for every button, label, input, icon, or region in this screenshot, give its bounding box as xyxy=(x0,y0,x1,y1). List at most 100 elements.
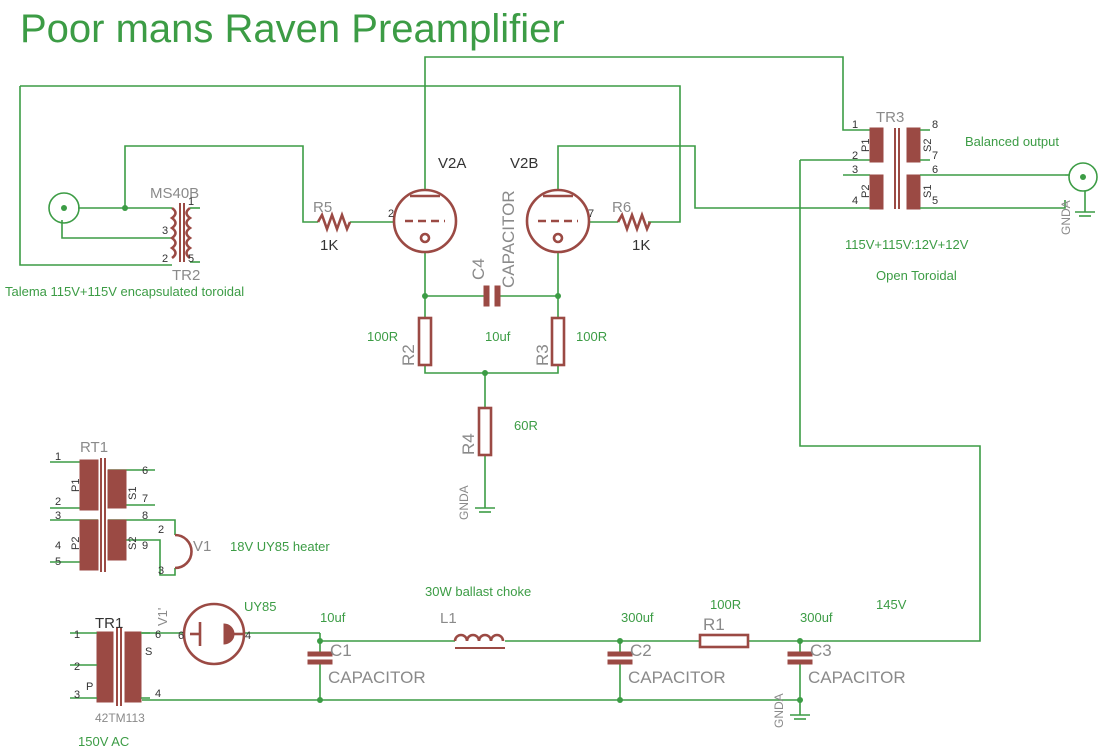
c3v-label: 300uf xyxy=(800,610,833,625)
p1-label: 1 xyxy=(852,119,858,131)
S2-label: S2 xyxy=(922,139,934,152)
rectifier-uy85: V1' UY85 6 4 xyxy=(155,599,277,666)
tr1-label: TR1 xyxy=(95,615,123,632)
capacitor-c3: 300uf C3 CAPACITOR xyxy=(787,610,906,687)
c4v-label: 10uf xyxy=(485,329,511,344)
c3t-label: CAPACITOR xyxy=(808,668,906,687)
ballast-note: 30W ballast choke xyxy=(425,584,531,599)
S-label: S xyxy=(145,646,152,658)
c2t-label: CAPACITOR xyxy=(628,668,726,687)
p6-label: 6 xyxy=(178,630,184,642)
heater-note: 18V UY85 heater xyxy=(230,539,330,554)
p6-label: 6 xyxy=(142,465,148,477)
c4-label: C4 xyxy=(469,258,488,280)
r6v-label: 1K xyxy=(632,237,650,254)
p7-label: 7 xyxy=(588,208,594,220)
p5-label: 5 xyxy=(932,195,938,207)
c1-label: C1 xyxy=(330,641,352,660)
resistor-r2: 100R R2 xyxy=(367,316,433,367)
resistor-r5: R5 1K xyxy=(313,199,352,254)
p1-label: 1 xyxy=(55,451,61,463)
tr1-mains-transformer: TR1 1 2 3 6 4 P S 42TM113 xyxy=(70,615,161,725)
c4t-label: CAPACITOR xyxy=(499,190,518,288)
p3-label: 3 xyxy=(852,164,858,176)
schematic-title: Poor mans Raven Preamplifier xyxy=(20,7,565,51)
P-label: P xyxy=(86,681,93,693)
P2-label: P2 xyxy=(860,185,872,198)
tube-v2b: V2B 7 xyxy=(510,155,594,254)
open-toroidal-note: Open Toroidal xyxy=(876,268,957,283)
p4-label: 4 xyxy=(245,630,251,642)
P1-label: P1 xyxy=(70,479,82,492)
p4-label: 4 xyxy=(155,688,161,700)
r5-label: R5 xyxy=(313,199,332,216)
S1-label: S1 xyxy=(127,487,139,500)
capacitor-c1: 10uf C1 CAPACITOR xyxy=(307,610,426,687)
output-jack: GNDA xyxy=(1059,162,1098,235)
rt1-heater-transformer: RT1 1 2 3 4 5 6 7 8 9 P1 P2 S1 S2 2 3 xyxy=(55,439,164,577)
p9-label: 9 xyxy=(142,540,148,552)
gnda-label: GNDA xyxy=(1059,200,1073,235)
resistor-r6: R6 1K xyxy=(612,199,652,254)
rt1-label: RT1 xyxy=(80,439,108,456)
p6-label: 6 xyxy=(155,629,161,641)
p7-label: 7 xyxy=(932,150,938,162)
r3-label: R3 xyxy=(533,344,552,366)
junction-dots xyxy=(122,205,803,703)
resistor-r1: 100R R1 xyxy=(698,597,750,649)
p2-label: 2 xyxy=(852,150,858,162)
c2v-label: 300uf xyxy=(621,610,654,625)
inductor-l1: L1 xyxy=(440,610,505,649)
r2-label: R2 xyxy=(399,344,418,366)
tr3-ratio-note: 115V+115V:12V+12V xyxy=(845,237,969,252)
v1-heater: V1 xyxy=(174,533,211,570)
p2-label: 2 xyxy=(162,253,168,265)
capacitor-c4: C4 CAPACITOR 10uf xyxy=(469,190,518,344)
resistor-r3: 100R R3 xyxy=(533,316,607,367)
p3-label: 3 xyxy=(55,510,61,522)
p1-label: 1 xyxy=(74,629,80,641)
ground-symbol-r4: GNDA xyxy=(457,485,495,520)
c1v-label: 10uf xyxy=(320,610,346,625)
tr3-label: TR3 xyxy=(876,109,904,126)
resistor-r4: 60R R4 xyxy=(459,406,538,457)
r1v-label: 100R xyxy=(710,597,741,612)
ground-symbol-psu: GNDA xyxy=(772,693,810,728)
v2b-label: V2B xyxy=(510,155,538,172)
v145-note: 145V xyxy=(876,597,907,612)
l1-label: L1 xyxy=(440,610,457,627)
p2-label: 2 xyxy=(74,661,80,673)
p4-label: 4 xyxy=(55,540,61,552)
c2-label: C2 xyxy=(630,641,652,660)
r2v-label: 100R xyxy=(367,329,398,344)
r3v-label: 100R xyxy=(576,329,607,344)
v1-label: V1 xyxy=(193,538,211,555)
tr3-output-transformer: TR3 1 2 3 4 8 7 6 5 P1 P2 S2 S1 xyxy=(852,109,938,210)
capacitor-c2: 300uf C2 CAPACITOR xyxy=(607,610,726,687)
c1t-label: CAPACITOR xyxy=(328,668,426,687)
p8-label: 8 xyxy=(932,119,938,131)
r5v-label: 1K xyxy=(320,237,338,254)
tr2-label: TR2 xyxy=(172,267,200,284)
tube-v2a: V2A 2 xyxy=(388,155,466,254)
P2-label: P2 xyxy=(70,537,82,550)
p4-label: 4 xyxy=(852,195,858,207)
p3-label: 3 xyxy=(74,689,80,701)
balanced-output-note: Balanced output xyxy=(965,134,1059,149)
p2-label: 2 xyxy=(158,524,164,536)
gnda-label: GNDA xyxy=(772,693,786,728)
r4-label: R4 xyxy=(459,433,478,455)
ac150-note: 150V AC xyxy=(78,734,129,749)
p7-label: 7 xyxy=(142,493,148,505)
gnda-label: GNDA xyxy=(457,485,471,520)
tm113-label: 42TM113 xyxy=(95,711,145,725)
p3-label: 3 xyxy=(158,565,164,577)
S1-label: S1 xyxy=(922,185,934,198)
uy85-label: UY85 xyxy=(244,599,277,614)
v1p-label: V1' xyxy=(155,608,170,626)
p2-label: 2 xyxy=(388,208,394,220)
talema-note: Talema 115V+115V encapsulated toroidal xyxy=(5,284,244,299)
tr2-input-transformer: MS40B TR2 3 2 5 1 xyxy=(150,185,200,284)
